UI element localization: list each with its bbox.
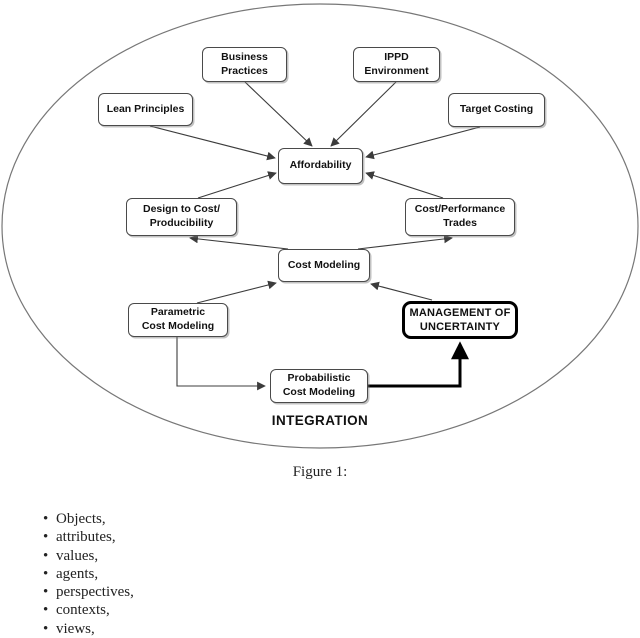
list-item: Objects, [43,510,134,529]
list-item: contexts, [43,601,134,620]
list-item: views, [43,620,134,638]
arrow-costmodeling-to-design [189,234,289,250]
node-ippd-environment: IPPD Environment [353,47,440,82]
node-management-of-uncertainty: MANAGEMENT OF UNCERTAINTY [402,301,518,339]
node-label: MANAGEMENT OF UNCERTAINTY [409,306,511,333]
arrow-parametric-to-costmodeling [196,280,277,304]
arrow-probabilistic-to-uncertainty [368,341,469,388]
node-label: Cost Modeling [287,258,361,271]
arrow-design-to-affordability [197,171,277,199]
arrow-parametric-to-probabilistic [176,337,266,391]
node-lean-principles: Lean Principles [98,93,193,126]
node-label: Affordability [289,159,352,172]
bullet-list: Objects, attributes, values, agents, per… [0,510,134,638]
node-probabilistic-cost-modeling: Probabilistic Cost Modeling [270,369,368,403]
node-parametric-cost-modeling: Parametric Cost Modeling [128,303,228,337]
node-business-practices: Business Practices [202,47,287,82]
arrow-lean-to-affordability [149,125,276,161]
list-item: agents, [43,565,134,584]
node-label: Design to Cost/ Producibility [142,203,220,229]
arrow-trades-to-affordability [365,171,444,199]
node-label: Target Costing [459,103,534,116]
list-item: perspectives, [43,583,134,602]
figure-caption: Figure 1: [292,464,348,480]
node-label: Probabilistic Cost Modeling [282,372,356,398]
node-target-costing: Target Costing [448,93,545,127]
list-item: attributes, [43,528,134,547]
arrow-group [149,81,481,391]
node-label: Lean Principles [106,102,185,115]
arrow-uncertainty-to-costmodeling [370,281,433,301]
integration-label: INTEGRATION [271,413,369,428]
node-label: IPPD Environment [364,50,429,77]
boundary-ellipse [1,3,639,449]
node-cost-performance-trades: Cost/Performance Trades [405,198,515,236]
arrow-ippd-to-affordability [330,81,397,147]
node-label: Cost/Performance Trades [414,203,506,229]
arrow-target-to-affordability [365,126,481,160]
arrow-costmodeling-to-trades [357,234,453,250]
node-cost-modeling: Cost Modeling [278,249,370,282]
node-label: Business Practices [221,50,268,77]
arrow-business-practices-to-affordability [244,81,313,147]
node-affordability: Affordability [278,148,363,184]
figure-1-diagram: Business Practices IPPD Environment Lean… [1,3,639,449]
diagram-canvas [1,3,639,449]
list-item: values, [43,547,134,566]
node-design-to-cost: Design to Cost/ Producibility [126,198,237,236]
node-label: Parametric Cost Modeling [141,306,215,332]
